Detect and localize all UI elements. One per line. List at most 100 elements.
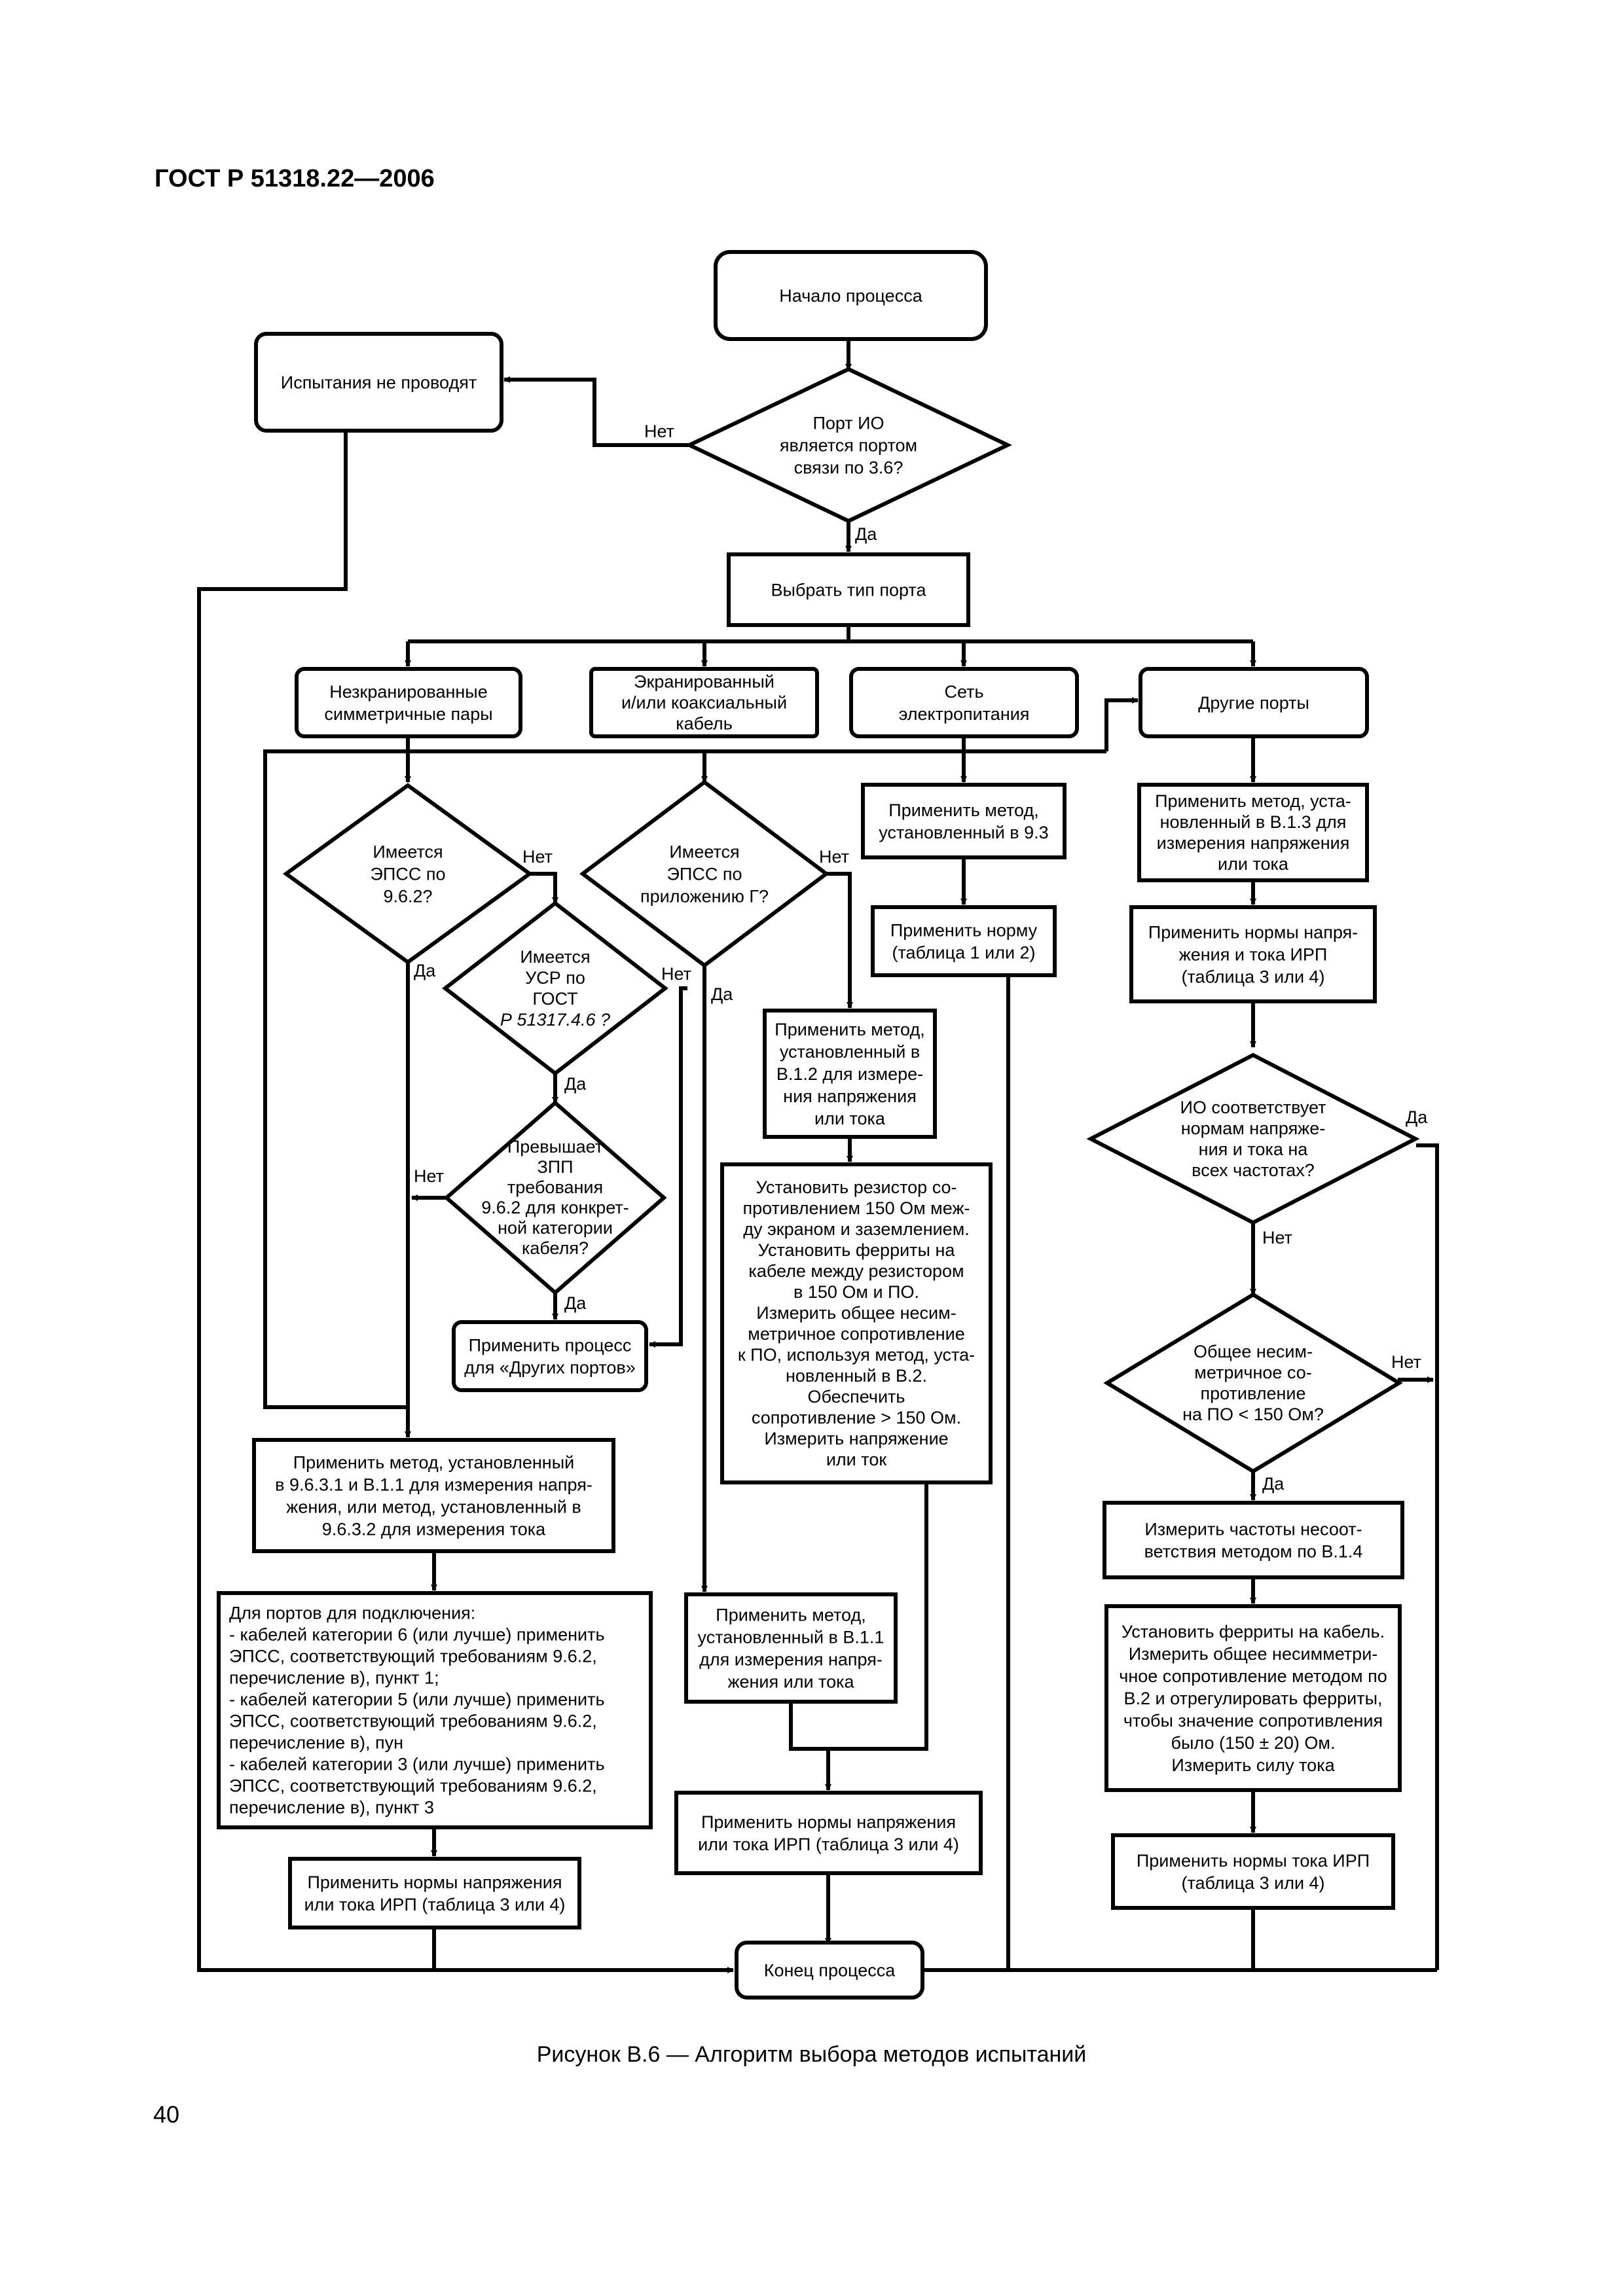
node-text-line: связи по 3.6?: [794, 458, 903, 478]
node-text-line: в 150 Ом и ПО.: [793, 1282, 919, 1302]
node-text-line: ветствия методом по В.1.4: [1144, 1542, 1363, 1562]
node-text-line: Незкранированные: [329, 682, 487, 702]
node-text-line: Имеется: [373, 842, 443, 862]
node-text-line: для измерения напря-: [699, 1650, 883, 1670]
node-text-line: В.1.2 для измере-: [776, 1064, 923, 1084]
node-text-line: метричное со-: [1194, 1363, 1311, 1382]
node-measure-freq: Измерить частоты несоот-ветствия методом…: [1103, 1501, 1404, 1579]
node-text-line: ЭПСС, соответствующий требованиям 9.6.2,: [229, 1776, 597, 1796]
node-text-line: противление: [1200, 1384, 1305, 1403]
node-norm-t1: Применить норму(таблица 1 или 2): [871, 905, 1057, 977]
label-no-zpp: Нет: [414, 1166, 444, 1186]
node-text-line: кабель: [676, 713, 733, 733]
node-text-line: Применить нормы тока ИРП: [1137, 1851, 1370, 1871]
node-method-b12: Применить метод, установленный вВ.1.2 для…: [763, 1009, 937, 1139]
node-text-line: ду экраном и заземлением.: [743, 1219, 970, 1239]
node-other: Другие порты: [1139, 667, 1369, 738]
node-text-line: Имеется: [669, 842, 739, 862]
label-no-port-check: Нет: [644, 422, 674, 441]
node-text-line: Применить нормы напряжения: [308, 1873, 562, 1892]
node-text-line: ЭПСС, соответствующий требованиям 9.6.2,: [229, 1647, 597, 1666]
node-text-line: Применить норму: [890, 921, 1038, 941]
node-method-93: Применить метод,установленный в 9.3: [861, 783, 1067, 859]
node-text-line: или тока: [1218, 854, 1289, 874]
node-text-line: - кабелей категории 5 (или лучше) примен…: [229, 1690, 605, 1710]
node-select-port: Выбрать тип порта: [727, 552, 970, 627]
node-text-line: к ПО, используя метод, уста-: [738, 1345, 975, 1365]
node-text-line: является портом: [780, 436, 917, 456]
node-text-line: Измерить общее несим-: [756, 1303, 956, 1323]
node-text-line: приложению Г?: [640, 887, 769, 906]
node-text-line: ния напряжения: [783, 1086, 917, 1106]
node-text-line: установленный в В.1.1: [698, 1628, 884, 1647]
node-text-line: измерения напряжения: [1157, 833, 1350, 853]
node-norms-irp-right: Применить нормы напря-жения и тока ИРП(т…: [1129, 905, 1377, 1003]
node-text-line: на ПО < 150 Ом?: [1182, 1405, 1324, 1424]
node-text-line: ЭПСС по: [371, 865, 446, 884]
label-yes-epss-962: Да: [414, 961, 436, 980]
node-text-line: Порт ИО: [812, 414, 884, 433]
page-header: ГОСТ Р 51318.22—2006: [155, 165, 435, 192]
node-text-line: симметричные пары: [324, 704, 492, 724]
label-yes-epss-g: Да: [711, 984, 733, 1004]
node-text-line: ЭПСС по: [667, 865, 742, 884]
node-text-line: ЗПП: [537, 1157, 573, 1177]
node-text-line: было (150 ± 20) Ом.: [1171, 1733, 1336, 1753]
node-text-line: 9.6.3.2 для измерения тока: [322, 1520, 546, 1539]
label-yes-usr: Да: [564, 1074, 587, 1094]
node-text-line: сопротивление > 150 Ом.: [752, 1408, 961, 1427]
node-text-line: всех частотах?: [1192, 1160, 1315, 1180]
node-text-line: Измерить частоты несоот-: [1144, 1520, 1362, 1539]
node-text-line: Обеспечить: [807, 1387, 905, 1407]
node-text-line: Применить метод, установленный: [293, 1453, 574, 1473]
node-text-line: жения, или метод, установленный в: [286, 1498, 581, 1517]
label-yes-port-check: Да: [855, 524, 877, 544]
figure-caption: Рисунок В.6 — Алгоритм выбора методов ис…: [536, 2042, 1087, 2067]
node-text-line: ЭПСС, соответствующий требованиям 9.6.2,: [229, 1712, 597, 1731]
node-text-line: Имеется: [520, 947, 590, 967]
node-text-line: - кабелей категории 6 (или лучше) примен…: [229, 1625, 605, 1645]
node-text-line: требования: [507, 1177, 603, 1197]
node-text-line: Измерить напряжение: [764, 1429, 948, 1448]
label-no-impedance: Нет: [1391, 1352, 1421, 1372]
node-end: Конец процесса: [735, 1941, 924, 2000]
node-text-line: Другие порты: [1198, 693, 1309, 713]
node-text-line: перечисление в), пункт 1;: [229, 1668, 439, 1688]
node-text-line: Превышает: [507, 1137, 603, 1157]
node-text-line: и/или коаксиальный: [621, 692, 787, 712]
node-text-line: нормам напряже-: [1181, 1119, 1326, 1138]
node-text-line: Применить метод,: [775, 1020, 924, 1039]
node-text-line: установленный в: [780, 1042, 920, 1062]
node-text-line: чтобы значение сопротивления: [1123, 1711, 1383, 1731]
node-start: Начало процесса: [714, 250, 988, 341]
label-yes-io-norms: Да: [1406, 1107, 1428, 1127]
node-text-line: или ток: [826, 1450, 886, 1469]
node-text-line: жения и тока ИРП: [1179, 945, 1328, 965]
flowchart-connectors: [197, 339, 1439, 1973]
node-text-line: жения или тока: [727, 1672, 854, 1692]
node-resistor-block: Установить резистор со-противлением 150 …: [720, 1162, 993, 1484]
node-text-line: Применить метод, уста-: [1155, 791, 1351, 811]
node-impedance-check: Общее несим-метричное со-противление на П…: [1103, 1292, 1403, 1474]
node-text-line: Измерить силу тока: [1171, 1755, 1335, 1775]
node-text-line: для «Других портов»: [464, 1358, 636, 1378]
node-text-line: Экранированный: [634, 672, 775, 691]
node-text-line: в 9.6.3.1 и В.1.1 для измерения напря-: [275, 1475, 593, 1495]
node-text-line: - кабелей категории 3 (или лучше) примен…: [229, 1755, 605, 1774]
node-ferrites-block: Установить ферриты на кабель.Измерить об…: [1104, 1604, 1402, 1792]
node-text-line: Общее несим-: [1194, 1342, 1313, 1361]
node-text-line: 9.6.2 для конкрет-: [481, 1198, 629, 1217]
node-text-line: электропитания: [899, 704, 1030, 724]
node-text-line: 9.6.2?: [383, 887, 432, 906]
node-text-line: Применить нормы напря-: [1148, 923, 1358, 942]
node-no-tests: Испытания не проводят: [254, 332, 503, 433]
node-text-line: или тока ИРП (таблица 3 или 4): [304, 1895, 566, 1914]
